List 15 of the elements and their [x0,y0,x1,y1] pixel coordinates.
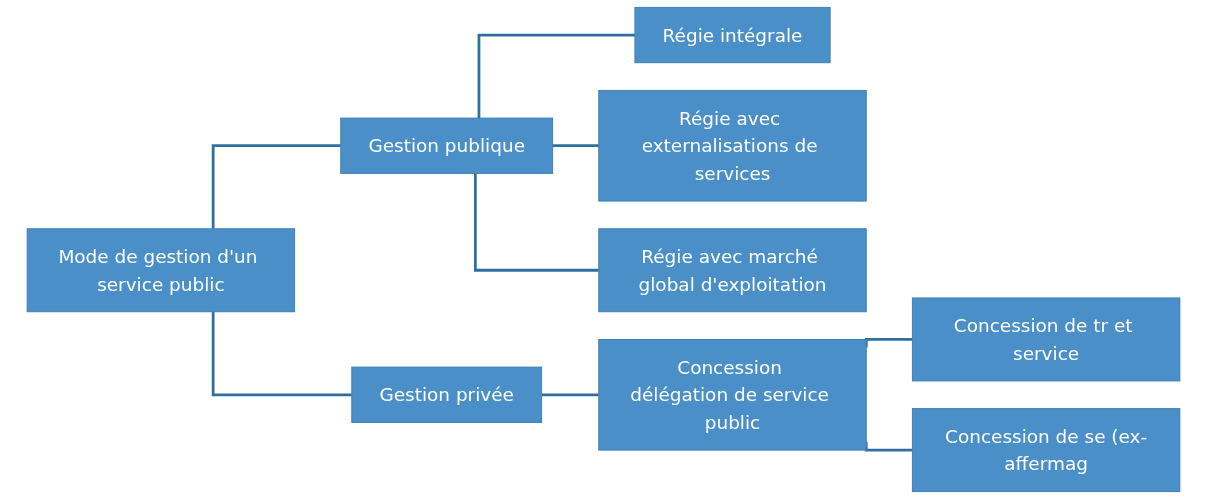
node-box: Régie intégrale [634,6,831,64]
node-box: Mode de gestion d'un service public [26,228,296,313]
connector [551,144,599,148]
node-box: Concession de se (ex-affermag [911,408,1181,493]
connector [211,311,352,397]
node-box: Concession délégation de service public [598,338,867,451]
connector [211,144,341,229]
node-box: Gestion publique [340,117,554,174]
connector [474,173,599,272]
connector [477,33,635,119]
connector [540,393,599,397]
node-box: Régie avec marché global d'exploitation [598,228,867,313]
node-box: Gestion privée [351,366,543,423]
node-box: Régie avec externalisations de services [598,89,867,202]
node-box: Concession de tr et service [911,297,1181,382]
